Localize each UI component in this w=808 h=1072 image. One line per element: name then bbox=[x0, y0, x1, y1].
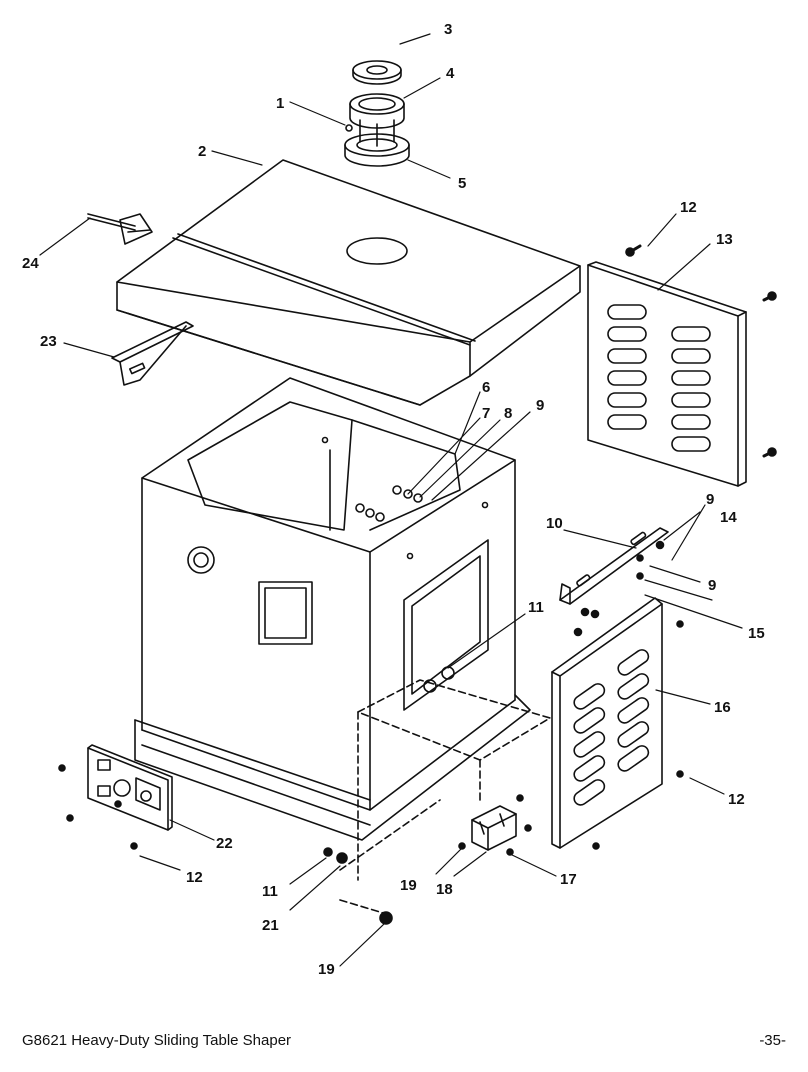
hardware-fasteners bbox=[58, 244, 777, 925]
callout-label: 11 bbox=[262, 883, 278, 900]
callout-label: 5 bbox=[458, 175, 466, 192]
callout-label: 6 bbox=[482, 379, 490, 396]
mounting-bracket-part bbox=[559, 527, 669, 605]
callout-label: 9 bbox=[706, 491, 714, 508]
callout-label: 19 bbox=[318, 961, 335, 978]
motor-mount-outline bbox=[339, 679, 551, 916]
callout-label: 18 bbox=[436, 881, 453, 898]
callout-label: 7 bbox=[482, 405, 490, 422]
callout-label: 12 bbox=[186, 869, 203, 886]
callout-label: 9 bbox=[536, 397, 544, 414]
callout-label: 11 bbox=[528, 599, 544, 616]
side-panel-louvered-part bbox=[587, 261, 747, 487]
footer-manual-title: G8621 Heavy-Duty Sliding Table Shaper bbox=[22, 1032, 292, 1049]
callout-label: 2 bbox=[198, 143, 206, 160]
table-top-part bbox=[116, 159, 581, 406]
callout-label: 23 bbox=[40, 333, 57, 350]
callout-leader-lines bbox=[39, 33, 743, 967]
callout-label: 8 bbox=[504, 405, 512, 422]
exploded-parts-diagram: 1 2 3 4 5 6 7 8 9 9 9 10 11 11 12 12 12 … bbox=[22, 21, 777, 978]
callout-label: 4 bbox=[446, 65, 455, 82]
callout-label: 12 bbox=[680, 199, 697, 216]
callout-label: 14 bbox=[720, 509, 737, 526]
lower-side-panel-louvered-part bbox=[551, 597, 663, 849]
callout-numbers: 1 2 3 4 5 6 7 8 9 9 9 10 11 11 12 12 12 … bbox=[22, 21, 765, 978]
fence-bar-part bbox=[111, 321, 194, 386]
miter-gauge-part bbox=[87, 213, 153, 245]
footer-page-number: -35- bbox=[759, 1032, 786, 1049]
callout-label: 19 bbox=[400, 877, 417, 894]
callout-label: 24 bbox=[22, 255, 39, 272]
callout-label: 17 bbox=[560, 871, 577, 888]
spindle-base-ring-part bbox=[344, 124, 410, 167]
washer-part bbox=[352, 60, 402, 85]
switch-plate-part bbox=[87, 744, 173, 831]
callout-label: 16 bbox=[714, 699, 731, 716]
callout-label: 21 bbox=[262, 917, 279, 934]
callout-label: 15 bbox=[748, 625, 765, 642]
electrical-box-part bbox=[471, 805, 517, 851]
callout-label: 12 bbox=[728, 791, 745, 808]
callout-label: 3 bbox=[444, 21, 452, 38]
bearing-housing-part bbox=[349, 93, 405, 147]
callout-label: 13 bbox=[716, 231, 733, 248]
callout-label: 22 bbox=[216, 835, 233, 852]
cabinet-part bbox=[134, 377, 531, 841]
callout-label: 9 bbox=[708, 577, 716, 594]
callout-label: 1 bbox=[276, 95, 284, 112]
callout-label: 10 bbox=[546, 515, 563, 532]
